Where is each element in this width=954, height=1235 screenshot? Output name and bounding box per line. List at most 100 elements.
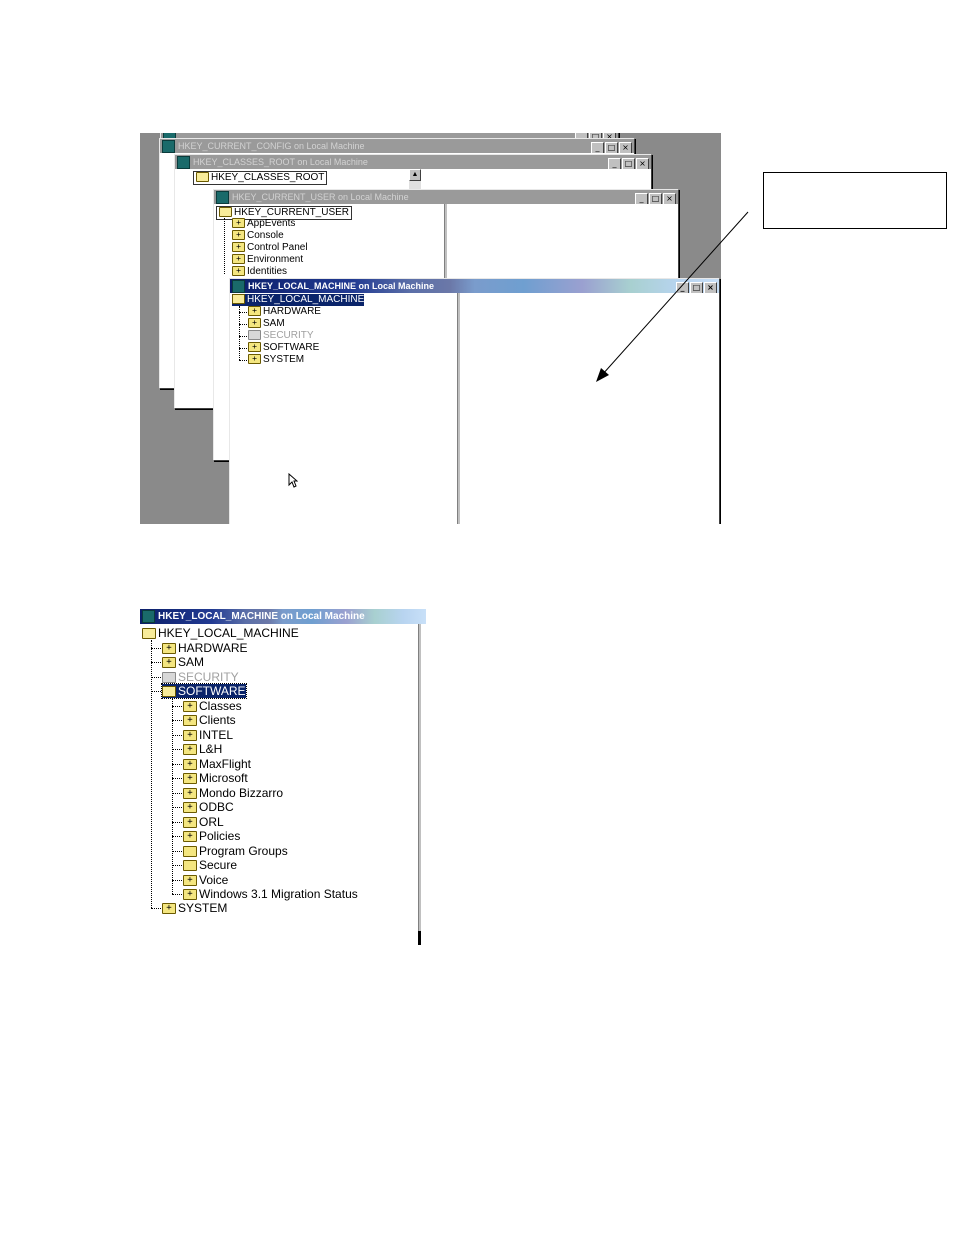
- tree-connector: [172, 749, 182, 750]
- maximize-button[interactable]: □: [605, 142, 618, 153]
- open-folder-icon: [142, 628, 156, 640]
- tree-item[interactable]: Secure: [183, 858, 237, 872]
- tree-item[interactable]: +Identities: [232, 266, 287, 278]
- tree-item[interactable]: +ORL: [183, 815, 224, 829]
- tree-item[interactable]: +AppEvents: [232, 218, 295, 230]
- tree-root-local-machine[interactable]: HKEY_LOCAL_MACHINE: [142, 626, 299, 640]
- folder-plus-icon: +: [183, 788, 197, 800]
- tree-item-hardware[interactable]: +HARDWARE: [248, 306, 321, 318]
- window-current-user-titlebar[interactable]: HKEY_CURRENT_USER on Local Machine _□×: [214, 190, 678, 204]
- tree-item-software[interactable]: +SOFTWARE: [248, 342, 319, 354]
- tree-root-local-machine[interactable]: HKEY_LOCAL_MACHINE: [232, 294, 365, 306]
- tree-item[interactable]: +Microsoft: [183, 771, 248, 785]
- folder-plus-icon: +: [183, 730, 197, 742]
- window-local-machine-titlebar[interactable]: HKEY_LOCAL_MACHINE on Local Machine _□×: [230, 279, 719, 293]
- maximize-button[interactable]: □: [589, 133, 602, 142]
- registry-icon: [232, 280, 245, 293]
- tree-item[interactable]: +Clients: [183, 713, 236, 727]
- tree-item[interactable]: +Control Panel: [232, 242, 308, 254]
- window-current-config-titlebar[interactable]: HKEY_CURRENT_CONFIG on Local Machine _□×: [160, 139, 634, 153]
- tree-item[interactable]: +ODBC: [183, 800, 234, 814]
- tree-item[interactable]: +Voice: [183, 873, 228, 887]
- tree-connector: [239, 312, 247, 313]
- window-local-machine-titlebar[interactable]: HKEY_LOCAL_MACHINE on Local Machine: [140, 609, 426, 624]
- folder-plus-icon: +: [183, 802, 197, 814]
- tree-connector: [151, 640, 152, 908]
- tree-item-security[interactable]: SECURITY: [248, 330, 314, 342]
- window-title: HKEY_LOCAL_MACHINE on Local Machine: [158, 611, 365, 622]
- open-folder-icon: [219, 207, 232, 218]
- tree-root-current-user[interactable]: HKEY_CURRENT_USER: [216, 206, 353, 220]
- tree-item[interactable]: +Classes: [183, 699, 242, 713]
- minimize-button[interactable]: _: [591, 142, 604, 153]
- minimize-button[interactable]: _: [635, 193, 648, 204]
- tree-connector: [172, 764, 182, 765]
- close-button[interactable]: ×: [603, 133, 616, 142]
- folder-plus-icon: +: [248, 306, 261, 317]
- tree-item[interactable]: +Policies: [183, 829, 240, 843]
- folder-plus-icon: +: [162, 903, 176, 915]
- window-title: HKEY_CLASSES_ROOT on Local Machine: [193, 157, 368, 167]
- registry-icon: [142, 610, 155, 623]
- close-button[interactable]: ×: [663, 193, 676, 204]
- tree-connector: [172, 865, 182, 866]
- folder-plus-icon: +: [183, 831, 197, 843]
- tree-item[interactable]: +L&H: [183, 742, 222, 756]
- tree-connector: [172, 735, 182, 736]
- tree-item-sam[interactable]: +SAM: [248, 318, 285, 330]
- folder-icon: [248, 330, 261, 341]
- tree-node-label: HKEY_LOCAL_MACHINE: [247, 294, 365, 305]
- tree-item[interactable]: +Mondo Bizzarro: [183, 786, 283, 800]
- folder-plus-icon: +: [183, 744, 197, 756]
- scroll-up-button[interactable]: ▲: [409, 169, 421, 181]
- tree-connector: [172, 880, 182, 881]
- tree-item[interactable]: +Environment: [232, 254, 303, 266]
- tree-item[interactable]: Program Groups: [183, 844, 288, 858]
- tree-item[interactable]: +INTEL: [183, 728, 233, 742]
- folder-plus-icon: +: [232, 218, 245, 229]
- window-classes-root-titlebar[interactable]: HKEY_CLASSES_ROOT on Local Machine _□×: [175, 155, 651, 169]
- window-title: HKEY_CURRENT_CONFIG on Local Machine: [178, 141, 365, 151]
- folder-plus-icon: +: [232, 230, 245, 241]
- folder-icon: [183, 846, 197, 858]
- pane-divider[interactable]: [457, 293, 461, 524]
- tree-connector: [172, 836, 182, 837]
- tree-item[interactable]: +MaxFlight: [183, 757, 251, 771]
- maximize-button[interactable]: □: [622, 158, 635, 169]
- folder-icon: [162, 672, 176, 684]
- tree-item-sam[interactable]: +SAM: [162, 655, 204, 669]
- tree-connector: [172, 720, 182, 721]
- minimize-button[interactable]: _: [676, 282, 689, 293]
- tree-root-classes-root[interactable]: HKEY_CLASSES_ROOT: [193, 171, 328, 185]
- close-button[interactable]: ×: [619, 142, 632, 153]
- tree-item[interactable]: +Windows 3.1 Migration Status: [183, 887, 358, 901]
- folder-plus-icon: +: [162, 657, 176, 669]
- tree-item-software[interactable]: SOFTWARE: [161, 683, 247, 699]
- tree-connector: [239, 336, 247, 337]
- tree-node-label: HKEY_CLASSES_ROOT: [211, 172, 325, 183]
- folder-icon: [183, 860, 197, 872]
- maximize-button[interactable]: □: [690, 282, 703, 293]
- registry-icon: [216, 191, 229, 204]
- maximize-button[interactable]: □: [649, 193, 662, 204]
- tree-item-system[interactable]: +SYSTEM: [248, 354, 304, 366]
- pane-divider-end: [418, 931, 421, 945]
- pane-divider[interactable]: [418, 624, 422, 941]
- minimize-button[interactable]: _: [575, 133, 588, 142]
- tree-connector: [239, 348, 247, 349]
- open-folder-icon: [232, 294, 245, 305]
- annotation-callout-box: [763, 172, 947, 229]
- close-button[interactable]: ×: [704, 282, 717, 293]
- tree-item-security[interactable]: SECURITY: [162, 670, 239, 684]
- tree-node-label: HKEY_CURRENT_USER: [234, 207, 350, 218]
- window-local-machine[interactable]: HKEY_LOCAL_MACHINE on Local Machine _□× …: [229, 278, 720, 524]
- minimize-button[interactable]: _: [608, 158, 621, 169]
- close-button[interactable]: ×: [636, 158, 649, 169]
- tree-item-hardware[interactable]: +HARDWARE: [162, 641, 248, 655]
- tree-item[interactable]: +Console: [232, 230, 284, 242]
- window-title: HKEY_LOCAL_MACHINE on Local Machine: [248, 281, 435, 291]
- tree-item-system[interactable]: +SYSTEM: [162, 901, 227, 915]
- registry-tree-expanded-screenshot: HKEY_LOCAL_MACHINE on Local Machine HKEY…: [140, 609, 430, 949]
- folder-plus-icon: +: [162, 643, 176, 655]
- open-folder-icon: [196, 172, 209, 183]
